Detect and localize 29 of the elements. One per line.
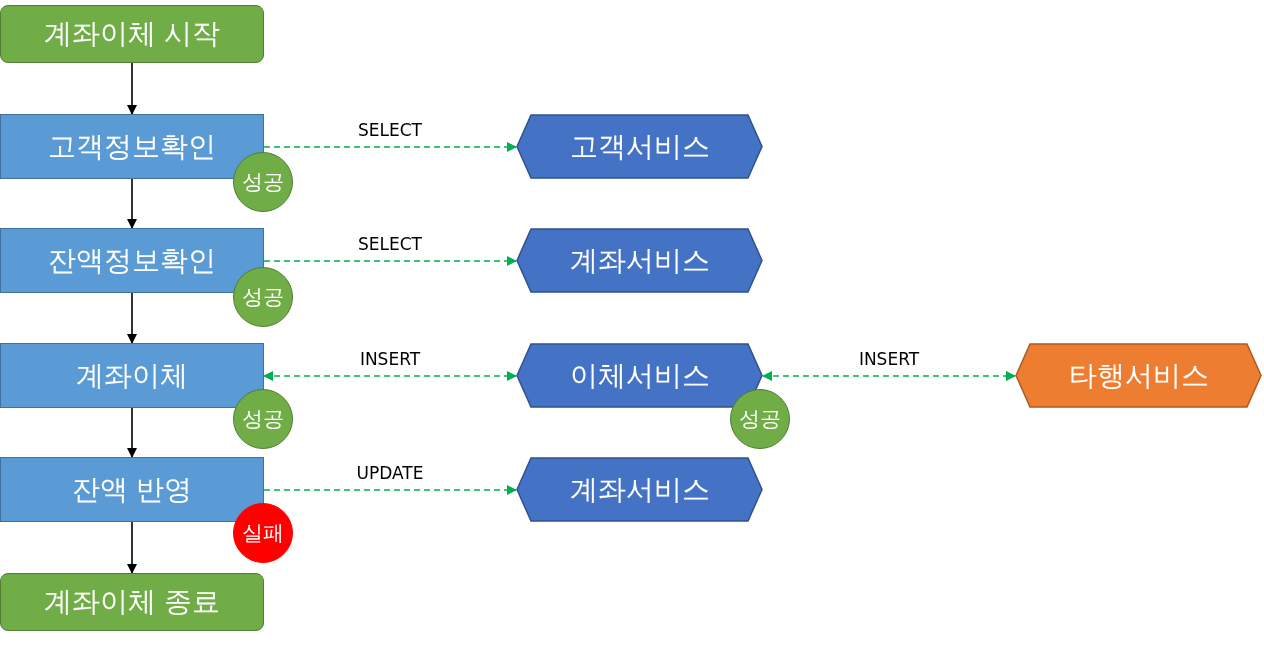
status-badge: 성공 [730, 389, 790, 449]
edge-label: INSERT [359, 349, 421, 369]
service-hexagon: 이체서비스 [516, 343, 763, 408]
arrow [263, 371, 517, 381]
arrow [127, 292, 137, 344]
arrow [127, 521, 137, 574]
service-hexagon: 고객서비스 [516, 114, 763, 179]
edge-label: SELECT [358, 234, 422, 254]
arrow [127, 178, 137, 229]
status-badge: 성공 [233, 389, 293, 449]
arrow [762, 371, 1016, 381]
service-hexagon: 타행서비스 [1015, 343, 1262, 408]
service-hexagon: 계좌서비스 [516, 457, 763, 522]
edge-label: SELECT [358, 120, 422, 140]
status-badge: 성공 [233, 267, 293, 327]
arrow [127, 62, 137, 115]
status-badge: 실패 [233, 503, 293, 563]
terminal-box: 계좌이체 시작 [0, 5, 264, 63]
arrow [263, 256, 517, 266]
arrow [127, 407, 137, 458]
service-hexagon: 계좌서비스 [516, 228, 763, 293]
edge-label: UPDATE [356, 463, 424, 483]
arrow [263, 485, 517, 495]
edge-label: INSERT [858, 349, 920, 369]
terminal-box: 계좌이체 종료 [0, 573, 264, 631]
process-box: 잔액 반영 [0, 457, 264, 522]
arrow [263, 142, 517, 152]
process-box: 계좌이체 [0, 343, 264, 408]
status-badge: 성공 [233, 152, 293, 212]
